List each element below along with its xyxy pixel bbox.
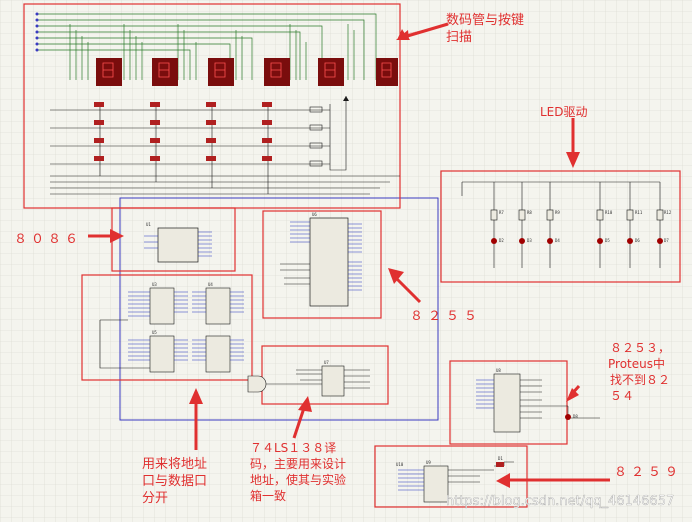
d3-label: D3 — [527, 238, 532, 243]
u3-label: U3 — [152, 282, 157, 287]
note-display-keys-1: 数码管与按键 — [446, 13, 524, 28]
r7-label: R7 — [499, 210, 504, 215]
u1-label: U1 — [146, 222, 151, 227]
latch-frame — [81, 274, 253, 381]
seven-segment-displays — [96, 58, 398, 86]
r10-label: R10 — [605, 210, 613, 215]
display-bus-wires — [38, 13, 377, 80]
seven-segment-1 — [96, 58, 122, 86]
and-gate — [247, 375, 267, 393]
seven-segment-6 — [376, 58, 398, 86]
d7-label: D7 — [664, 238, 669, 243]
note-decoder-4: 箱一致 — [250, 488, 286, 503]
led-common-wire — [461, 181, 660, 196]
ppi-8255-block: U6 — [262, 210, 382, 319]
note-timer-2: Proteus中 — [608, 356, 665, 371]
r11-label: R11 — [635, 210, 643, 215]
timer-output-led — [565, 414, 571, 420]
d6-label: D6 — [635, 238, 640, 243]
seven-segment-2 — [152, 58, 178, 86]
note-latch-2: 口与数据口 — [142, 474, 207, 489]
note-display-keys-2: 扫描 — [446, 30, 472, 45]
vcc-arrow — [343, 96, 349, 101]
note-ppi-8255: ８２５５ — [410, 309, 482, 324]
r8-label: R8 — [527, 210, 532, 215]
note-timer-1: ８２５３， — [610, 341, 670, 355]
d1-label: D1 — [498, 456, 503, 461]
timer-8253-chip — [493, 373, 521, 433]
led-drive-block: R7 R8 R9 R10 R11 R12 D2 D3 D4 D5 D6 D7 — [440, 170, 681, 283]
u8-label: U8 — [496, 368, 501, 373]
pic-8259-block: U9 — [374, 445, 528, 508]
system-bus-boundary — [119, 197, 439, 421]
seven-segment-5 — [318, 58, 344, 86]
cpu-8086-block: U1 — [111, 207, 236, 272]
seven-segment-4 — [264, 58, 290, 86]
pic-8259-chip — [423, 465, 449, 503]
ppi-8255-chip — [309, 217, 349, 307]
note-latch-1: 用来将地址 — [142, 457, 207, 472]
watermark-text: https://blog.csdn.net/qq_46146657 — [446, 494, 674, 509]
note-decoder-1: ７４LS１３８译 — [250, 441, 336, 455]
note-led-drive: LED驱动 — [540, 105, 588, 119]
d4-label: D4 — [555, 238, 560, 243]
key-switches — [94, 102, 272, 161]
note-latch-3: 分开 — [142, 491, 168, 506]
d8-label: D8 — [573, 414, 578, 419]
u7-label: U7 — [324, 360, 329, 365]
keyboard-matrix — [50, 96, 400, 195]
latch-chip-1 — [149, 287, 175, 325]
u4-label: U4 — [208, 282, 213, 287]
led-drive-frame — [440, 170, 681, 283]
latch-block: U3 U4 U5 — [81, 274, 253, 381]
u6-label: U6 — [312, 212, 317, 217]
row-resistors — [309, 106, 323, 167]
latch-chip-2 — [205, 287, 231, 325]
r9-label: R9 — [555, 210, 560, 215]
note-pic-8259: ８２５９ — [614, 465, 682, 480]
note-timer-3: 找不到８２ — [610, 373, 670, 387]
annotation-arrows — [88, 22, 610, 488]
u9-label: U9 — [426, 460, 431, 465]
r12-label: R12 — [664, 210, 672, 215]
decoder-chip — [321, 365, 345, 397]
ppi-8255-frame — [262, 210, 382, 319]
latch-chip-3 — [149, 335, 175, 373]
u5-label: U5 — [152, 330, 157, 335]
latch-chip-4 — [205, 335, 231, 373]
u10-label: U10 — [396, 462, 404, 467]
note-decoder-3: 地址，使其与实验 — [250, 472, 346, 487]
latch-enable-wire — [99, 319, 150, 369]
timer-8253-block: U8 D8 — [449, 360, 600, 445]
d5-label: D5 — [605, 238, 610, 243]
note-cpu-8086: ８０８６ — [14, 232, 82, 247]
d2-label: D2 — [499, 238, 504, 243]
seven-segment-3 — [208, 58, 234, 86]
pic-input-switch — [496, 462, 504, 467]
decoder-frame — [261, 345, 389, 405]
decoder-block: U7 — [247, 345, 389, 405]
note-decoder-2: 码，主要用来设计 — [250, 457, 346, 471]
timer-8253-frame — [449, 360, 568, 445]
note-timer-4: ５４ — [610, 389, 634, 403]
pic-8259-frame — [374, 445, 528, 508]
bus-terminals — [35, 12, 39, 52]
cpu-8086-chip — [157, 227, 199, 263]
